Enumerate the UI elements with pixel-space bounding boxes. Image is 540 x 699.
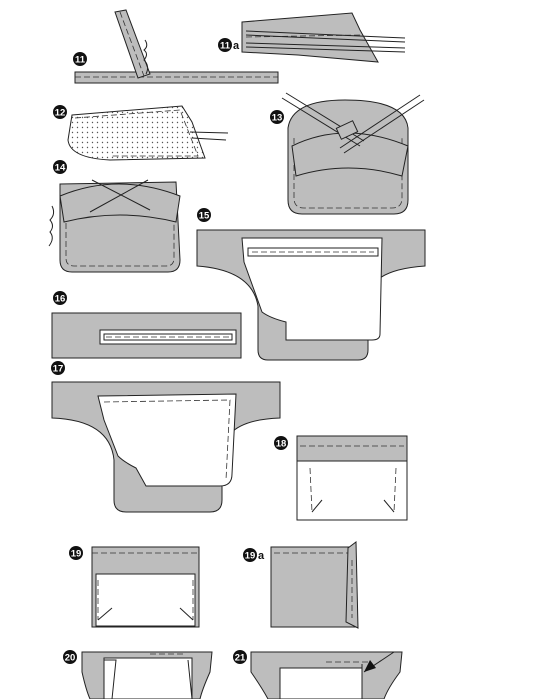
step-badge-16: 16 xyxy=(53,291,67,305)
svg-text:12: 12 xyxy=(55,108,66,119)
step-19-illustration xyxy=(91,546,200,628)
step-badge-11a: 11 a xyxy=(218,38,240,52)
step-11-illustration xyxy=(74,9,279,84)
step-21-illustration xyxy=(250,651,403,699)
step-badge-17: 17 xyxy=(51,361,65,375)
step-19a-illustration xyxy=(270,541,359,629)
step-badge-12: 12 xyxy=(53,105,67,119)
svg-text:14: 14 xyxy=(55,163,66,174)
step-17-illustration xyxy=(51,381,281,513)
svg-text:a: a xyxy=(233,40,240,52)
step-badge-19a: 19 a xyxy=(243,548,265,562)
step-15-illustration xyxy=(196,229,426,361)
step-badge-19: 19 xyxy=(69,546,83,560)
step-badge-20: 20 xyxy=(63,650,77,664)
step-badge-18: 18 xyxy=(274,436,288,450)
svg-text:11: 11 xyxy=(75,55,86,66)
step-badge-15: 15 xyxy=(197,208,211,222)
svg-text:17: 17 xyxy=(53,364,64,375)
step-12-illustration xyxy=(67,105,229,161)
svg-text:11: 11 xyxy=(220,41,231,52)
step-20-illustration xyxy=(81,651,213,699)
svg-text:20: 20 xyxy=(65,653,76,664)
svg-text:19: 19 xyxy=(71,549,82,560)
step-badge-14: 14 xyxy=(53,160,67,174)
step-badge-13: 13 xyxy=(270,110,284,124)
svg-text:15: 15 xyxy=(199,211,210,222)
svg-text:16: 16 xyxy=(55,294,66,305)
step-badge-21: 21 xyxy=(233,650,247,664)
svg-text:19: 19 xyxy=(245,551,256,562)
step-18-illustration xyxy=(296,435,408,521)
step-14-illustration xyxy=(48,179,181,273)
step-16-illustration xyxy=(51,312,242,359)
step-13-illustration xyxy=(281,92,425,215)
svg-text:21: 21 xyxy=(235,653,246,664)
svg-text:13: 13 xyxy=(272,113,283,124)
svg-text:a: a xyxy=(258,550,265,562)
step-badge-11: 11 xyxy=(73,52,87,66)
svg-text:18: 18 xyxy=(276,439,287,450)
step-11a-illustration xyxy=(241,12,406,63)
